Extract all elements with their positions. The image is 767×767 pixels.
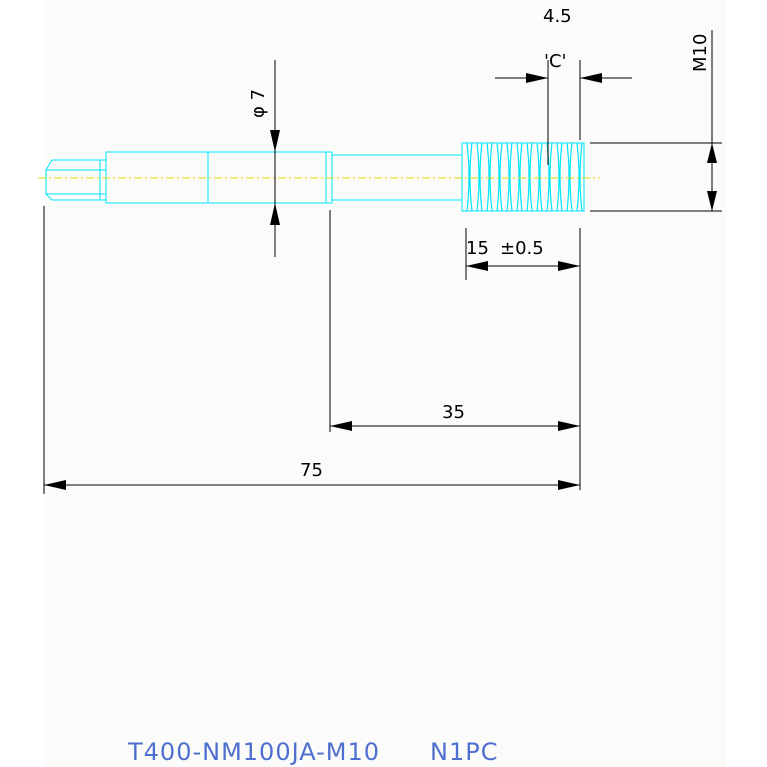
dimension-overall-length: 75 [43, 206, 580, 494]
thread-pitch-label: 4.5 [543, 6, 572, 27]
thread-tolerance-label: ±0.5 [500, 238, 544, 259]
mid-length-label: 35 [442, 402, 465, 423]
dimension-mid-length: 35 [329, 210, 580, 432]
thread-size-label: M10 [690, 34, 711, 72]
part-number: T400-NM100JA-M10 [127, 738, 380, 766]
drawing-sheet [44, 0, 726, 767]
hex-end [45, 159, 106, 201]
shaft-part [38, 142, 600, 212]
overall-length-label: 75 [300, 460, 323, 481]
title-block: T400-NM100JA-M10 N1PC [127, 738, 498, 766]
diameter-label: φ 7 [248, 89, 269, 118]
dimension-thread-size: M10 [590, 30, 722, 212]
thread-length-label: 15 [466, 238, 489, 259]
dimension-thread-length: 15 ±0.5 [465, 228, 581, 490]
dimension-diameter: φ 7 [248, 60, 280, 257]
quantity-label: N1PC [430, 738, 498, 766]
threaded-section [461, 142, 585, 212]
thread-callout-label: 'C' [544, 51, 566, 72]
dimension-thread-pitch: 4.5 'C' [495, 6, 632, 165]
